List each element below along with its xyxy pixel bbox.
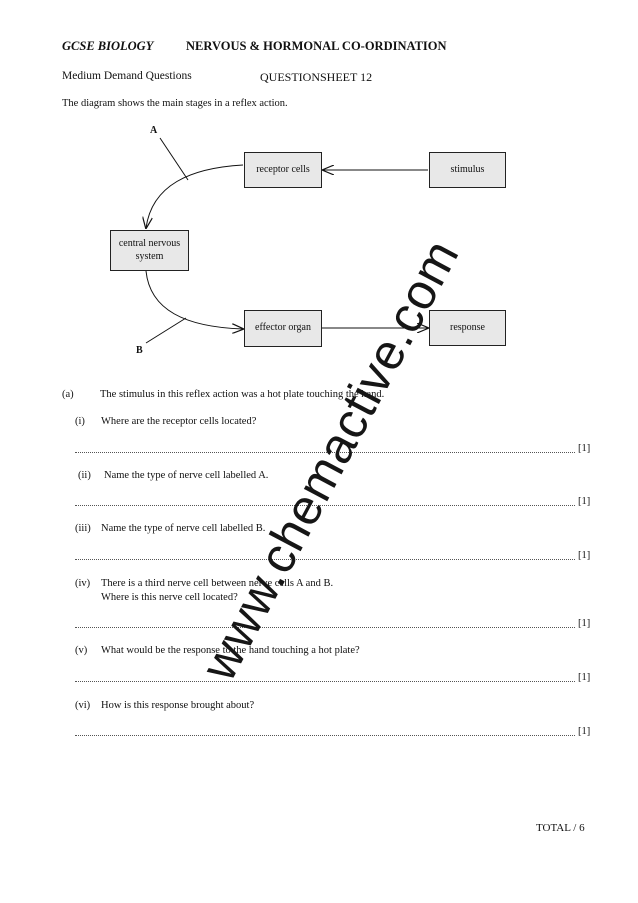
answer-line-i[interactable] xyxy=(75,452,575,453)
demand-level: Medium Demand Questions xyxy=(62,70,192,82)
part-a-label: (a) xyxy=(62,389,74,400)
mark-iv: [1] xyxy=(578,618,591,629)
question-number: (iv) xyxy=(75,578,91,589)
question-text: How is this response brought about? xyxy=(101,700,255,711)
answer-line-iii[interactable] xyxy=(75,559,575,560)
question-text: Name the type of nerve cell labelled B. xyxy=(101,523,266,534)
question-number: (ii) xyxy=(78,470,91,481)
answer-line-vi[interactable] xyxy=(75,735,575,736)
question-text: Where are the receptor cells located? xyxy=(101,416,257,427)
answer-line-iv[interactable] xyxy=(75,627,575,628)
neuron-b-pointer xyxy=(145,317,187,344)
neuron-a-pointer xyxy=(159,137,189,181)
question-text: There is a third nerve cell between nerv… xyxy=(101,578,334,589)
question-iv: (iv) There is a third nerve cell between … xyxy=(75,578,333,589)
effector-organ-box: effector organ xyxy=(244,310,322,347)
label-b: B xyxy=(136,345,143,356)
mark-v: [1] xyxy=(578,672,591,683)
question-v: (v) What would be the response to the han… xyxy=(75,645,360,656)
label-a: A xyxy=(150,125,158,136)
subject-title: GCSE BIOLOGY xyxy=(62,39,154,53)
answer-line-ii[interactable] xyxy=(75,505,575,506)
questionsheet-number: QUESTIONSHEET 12 xyxy=(260,70,373,84)
question-text: Name the type of nerve cell labelled A. xyxy=(104,470,269,481)
question-ii: (ii) Name the type of nerve cell labelled… xyxy=(78,470,268,481)
receptor-to-cns-arrow xyxy=(146,164,244,228)
intro-text: The diagram shows the main stages in a r… xyxy=(62,98,288,109)
cns-to-effector-arrow xyxy=(145,270,243,329)
question-text: What would be the response to the hand t… xyxy=(101,645,360,656)
mark-i: [1] xyxy=(578,443,591,454)
stimulus-box: stimulus xyxy=(429,152,506,188)
question-number: (i) xyxy=(75,416,85,427)
part-a-text: The stimulus in this reflex action was a… xyxy=(100,389,385,400)
question-iii: (iii) Name the type of nerve cell labelle… xyxy=(75,523,265,534)
question-iv-line-2: Where is this nerve cell located? xyxy=(101,592,238,603)
question-vi: (vi) How is this response brought about? xyxy=(75,700,254,711)
total-score: TOTAL / 6 xyxy=(536,822,585,834)
mark-iii: [1] xyxy=(578,550,591,561)
topic-title: NERVOUS & HORMONAL CO-ORDINATION xyxy=(186,39,447,53)
question-i: (i) Where are the receptor cells located? xyxy=(75,416,256,427)
answer-line-v[interactable] xyxy=(75,681,575,682)
question-number: (vi) xyxy=(75,700,91,711)
question-number: (v) xyxy=(75,645,88,656)
response-box: response xyxy=(429,310,506,346)
question-number: (iii) xyxy=(75,523,91,534)
mark-vi: [1] xyxy=(578,726,591,737)
central-nervous-system-box: central nervous system xyxy=(110,230,189,271)
mark-ii: [1] xyxy=(578,496,591,507)
receptor-cells-box: receptor cells xyxy=(244,152,322,188)
